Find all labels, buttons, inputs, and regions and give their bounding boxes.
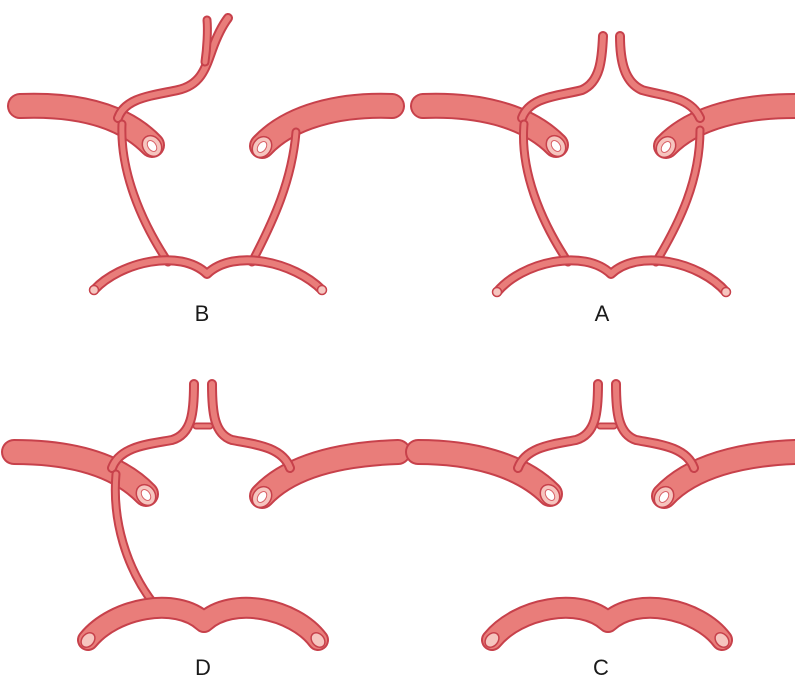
panel-b-arch-left-end — [90, 286, 99, 295]
panel-c-anterior-cerebral-arteries — [518, 384, 694, 468]
panel-b-right-carotid-vessel — [248, 106, 392, 161]
panel-b: B — [20, 18, 392, 326]
panel-b-arch-right-end — [318, 286, 327, 295]
panel-c-posterior-cerebral-arch — [482, 608, 731, 650]
panel-d-anterior-cerebral-arteries — [112, 384, 290, 468]
panel-c: C — [418, 384, 795, 680]
panel-d: D — [14, 384, 398, 680]
panel-a-left-carotid-vessel — [423, 106, 570, 160]
panel-a-right-carotid-vessel — [652, 106, 795, 161]
panel-a: A — [423, 36, 795, 326]
panel-a-arch-left-end — [493, 288, 502, 297]
panel-a-anterior-cerebral-arteries — [522, 36, 700, 118]
panel-a-posterior-cerebral-arch — [493, 260, 731, 296]
panel-b-anterior-cerebral-branch — [118, 18, 228, 118]
panel-label-c: C — [593, 655, 609, 680]
panel-c-right-carotid-vessel — [650, 452, 795, 511]
panel-label-d: D — [195, 655, 211, 680]
panel-c-left-carotid-vessel — [418, 452, 564, 509]
panel-b-posterior-cerebral-arch — [90, 260, 327, 294]
panel-a-arch-right-end — [722, 288, 731, 297]
panel-d-right-carotid-vessel — [248, 452, 398, 511]
panel-d-left-carotid-vessel — [14, 452, 160, 509]
panel-d-posterior-cerebral-arch — [78, 608, 327, 650]
panel-label-b: B — [195, 301, 210, 326]
panel-label-a: A — [595, 301, 610, 326]
panel-b-left-carotid-vessel — [20, 106, 166, 160]
